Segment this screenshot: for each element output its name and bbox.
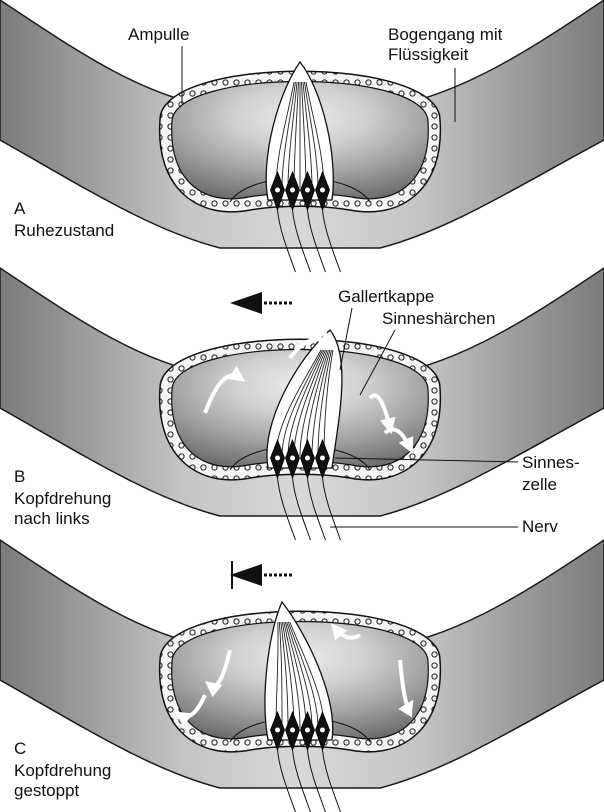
sensory-cell-nucleus	[290, 728, 295, 733]
panel-a: A Ruhezustand Ampulle Bogengang mitFlüssigk…	[0, 0, 604, 272]
panel-letter: C	[14, 739, 26, 758]
sensory-cell-nucleus	[275, 456, 280, 461]
head-motion-arrow-head	[230, 564, 262, 586]
sensory-cell-nucleus	[320, 188, 325, 193]
panel-letter: B	[14, 467, 25, 486]
sensory-cell-nucleus	[320, 728, 325, 733]
label-bogengang-line2: Flüssigkeit	[388, 45, 469, 64]
panel-caption-line: nach links	[14, 509, 90, 528]
sensory-cell-nucleus	[305, 188, 310, 193]
label-ampulle: Ampulle	[128, 25, 189, 44]
sensory-cell-nucleus	[305, 728, 310, 733]
panel-letter: A	[14, 199, 26, 218]
sensory-cell-nucleus	[275, 188, 280, 193]
sensory-cell-nucleus	[275, 728, 280, 733]
label-gallertkappe: Gallertkappe	[338, 287, 434, 306]
panel-caption-line: Kopfdrehung	[14, 489, 111, 508]
label-sinneszelle-line1: Sinnes-	[522, 453, 580, 472]
label-nerv: Nerv	[522, 517, 558, 536]
sensory-cell-nucleus	[305, 456, 310, 461]
label-bogengang-line1: Bogengang mit	[388, 25, 503, 44]
sensory-cell-nucleus	[290, 456, 295, 461]
sensory-cell-nucleus	[320, 456, 325, 461]
head-motion-arrow-head	[230, 292, 262, 314]
panel-caption-line: Kopfdrehung	[14, 761, 111, 780]
panel-caption-line: Ruhezustand	[14, 221, 114, 240]
label-sinneszelle-line2: zelle	[522, 475, 557, 494]
panel-caption-line: gestoppt	[14, 781, 79, 800]
sensory-cell-nucleus	[290, 188, 295, 193]
label-sinneshaerchen: Sinneshärchen	[382, 309, 495, 328]
